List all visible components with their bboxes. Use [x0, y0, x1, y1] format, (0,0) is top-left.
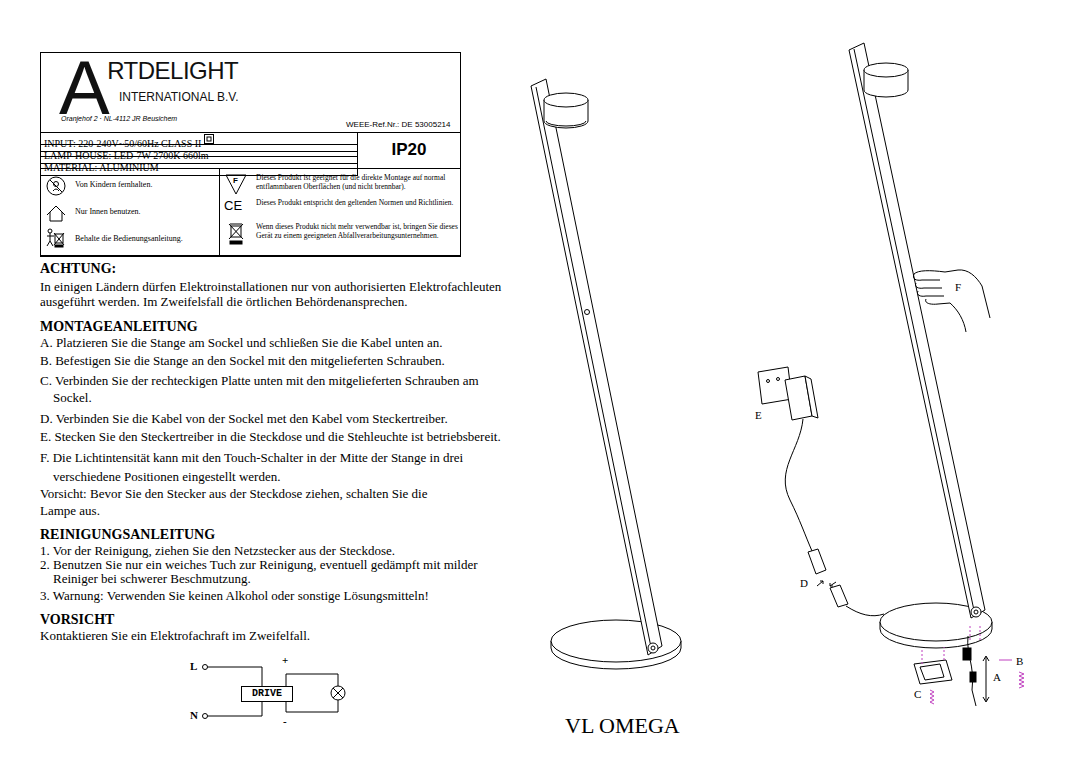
callout-letter: A — [993, 671, 1001, 684]
flammable-surface-symbol — [226, 175, 246, 194]
no-children-icon — [47, 177, 65, 195]
product-name: VL OMEGA — [565, 713, 680, 739]
instruction-step: B. Befestigen Sie die Stange an den Sock… — [40, 353, 560, 369]
class-ii-outer — [205, 135, 214, 144]
declaration-note: Dieses Produkt ist geeignet für die dire… — [256, 173, 459, 191]
manual-icon — [47, 229, 64, 247]
instruction-step: F. Die Lichtintensität kann mit den Touc… — [40, 448, 485, 486]
caution-note: Vorsicht: Bevor Sie den Stecker aus der … — [40, 485, 460, 519]
floor-lamp-assembly — [849, 43, 992, 648]
brand-logo: ARTDELIGHT — [59, 59, 238, 116]
ip-rating: IP20 — [392, 141, 427, 160]
cable — [785, 419, 884, 616]
warning-text: In einigen Ländern dürfen Elektroinstall… — [40, 279, 530, 309]
callout-letter: B — [1016, 655, 1023, 668]
company-address: Oranjehof 2 · NL-4112 JR Beusichem — [61, 115, 177, 123]
instruction-step: E. Stecken Sie den Steckertreiber in die… — [40, 429, 560, 445]
touch-hand — [913, 270, 990, 332]
section-heading: REINIGUNGSANLEITUNG — [40, 527, 540, 543]
cleaning-step: 3. Warnung: Verwenden Sie keinen Alkohol… — [40, 588, 560, 604]
section-heading: MONTAGEANLEITUNG — [40, 319, 540, 335]
cleaning-step: 1. Vor der Reinigung, ziehen Sie den Net… — [40, 543, 560, 559]
ip-rating-cell: IP20 — [357, 132, 461, 169]
rating-plate: ARTDELIGHTINTERNATIONAL B.V. Oranjehof 2 … — [40, 52, 461, 257]
callout-letter: D — [800, 577, 808, 590]
declaration-note: Dieses Produkt entspricht den geltenden … — [256, 198, 459, 207]
polarity-label: - — [283, 715, 287, 728]
brand-subtitle: INTERNATIONAL B.V. — [119, 91, 239, 104]
instruction-step: C. Verbinden Sie der rechteckigen Platte… — [40, 372, 485, 406]
callout-letter: F — [955, 281, 961, 294]
assembly-leaders — [922, 626, 1024, 704]
driver-box: DRIVE — [241, 686, 293, 702]
instruction-step: D. Verbinden Sie die Kabel von der Socke… — [40, 411, 560, 427]
safety-icons-cell: Von Kindern fernhalten. Nur Innen benutze… — [40, 168, 220, 256]
caution-note: Kontaktieren Sie ein Elektrofachraft im … — [40, 628, 560, 644]
ce-mark: CE — [224, 199, 242, 213]
cleaning-step: 2. Benutzen Sie nur ein weiches Tuch zur… — [40, 558, 510, 586]
terminal-label: N — [190, 709, 198, 722]
terminal-label: L — [190, 660, 197, 673]
weee-number: WEEE-Ref.Nr.: DE 53005214 — [346, 121, 451, 130]
flammable-mark: F — [233, 176, 238, 185]
callout-letter: E — [755, 409, 762, 422]
class-ii-symbol — [204, 134, 216, 144]
spec-row: LAMP-HOUSE: LED-7W 2700K 660lm — [40, 144, 358, 164]
floor-lamp-view — [531, 79, 681, 669]
driver-label: DRIVE — [252, 689, 282, 699]
callout-letter: C — [914, 688, 921, 701]
circuit-wires — [203, 665, 339, 719]
safety-note: Nur Innen benutzen. — [75, 208, 141, 217]
spec-row: INPUT: 220-240V~50/60Hz CLASS II — [40, 132, 358, 152]
declaration-note: Wenn dieses Produkt nicht mehr verwendba… — [256, 222, 459, 240]
section-heading: VORSICHT — [40, 612, 540, 628]
indoor-icon — [47, 206, 65, 221]
mounting-parts — [914, 636, 989, 706]
instruction-step: A. Platzieren Sie die Stange am Sockel u… — [40, 335, 560, 351]
polarity-label: + — [282, 654, 288, 667]
declaration-cell: Dieses Produkt ist geeignet für die dire… — [219, 168, 461, 256]
disposal-symbol — [229, 224, 243, 244]
lamp-symbol — [331, 686, 345, 700]
section-heading: ACHTUNG: — [40, 261, 540, 277]
safety-note: Behalte die Bedienungsanleitung. — [75, 235, 183, 244]
plug-driver — [758, 367, 818, 420]
safety-note: Von Kindern fernhalten. — [75, 181, 152, 190]
class-ii-inner — [207, 137, 211, 141]
